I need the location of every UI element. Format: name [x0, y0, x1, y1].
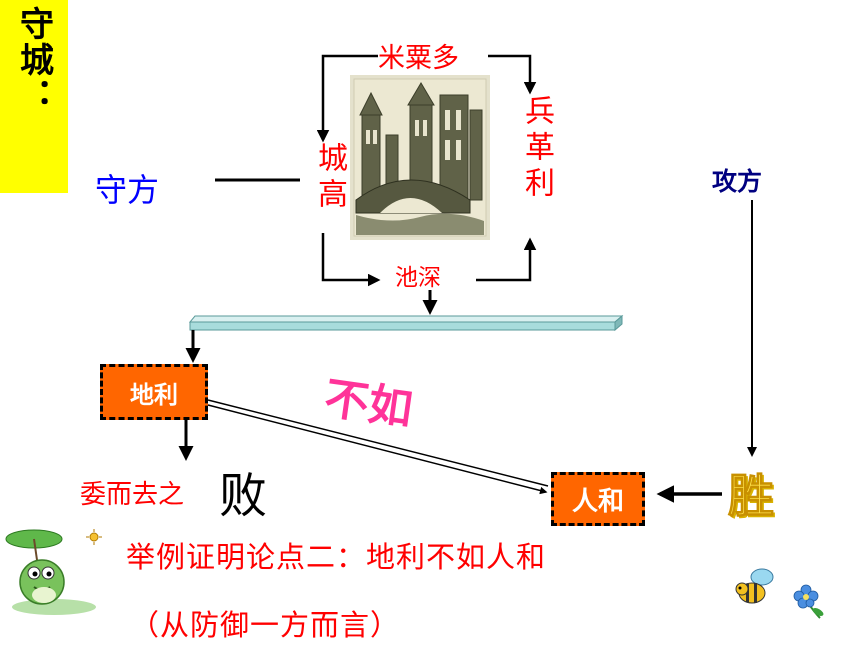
title-box: 守城： [0, 0, 68, 193]
renhe-label: 人和 [571, 486, 624, 517]
cycle-arrow-top-left [316, 54, 378, 143]
cycle-arrow-top-right [488, 54, 537, 95]
renhe-box: 人和 [551, 472, 645, 526]
frog-mascot-icon [5, 529, 96, 615]
conclusion-text: 举例证明论点二：地利不如人和 [126, 540, 547, 574]
flower-icon [793, 584, 824, 619]
title-text: 守城： [13, 6, 54, 114]
buru-label: 不如 [321, 372, 416, 436]
cycle-top-label: 米粟多 [378, 43, 459, 74]
cycle-arrow-bottom-left [321, 233, 381, 287]
sun-icon [86, 529, 102, 545]
bracket-bar-top [188, 315, 624, 323]
bracket-bar-side [614, 314, 623, 332]
dili-renhe-line-a [207, 399, 549, 487]
cycle-right-label: 兵革利 [519, 95, 554, 203]
cycle-arrow-bottom-right [476, 237, 537, 282]
note-text: （从防御一方而言） [130, 608, 401, 642]
city-bridge-image [350, 75, 490, 240]
cycle-left-label: 城高 [312, 142, 347, 214]
attacker-label: 攻方 [712, 167, 763, 196]
dili-box: 地利 [100, 364, 208, 420]
dili-renhe-line-b [207, 404, 548, 495]
sheng-label: 胜 [728, 469, 775, 524]
defender-label: 守方 [95, 171, 160, 209]
bai-label: 败 [219, 468, 268, 524]
cycle-bottom-label: 池深 [395, 265, 441, 291]
weier-label: 委而去之 [80, 480, 185, 510]
bracket-bar [189, 321, 616, 331]
bee-icon [735, 568, 774, 604]
dili-label: 地利 [130, 380, 178, 409]
